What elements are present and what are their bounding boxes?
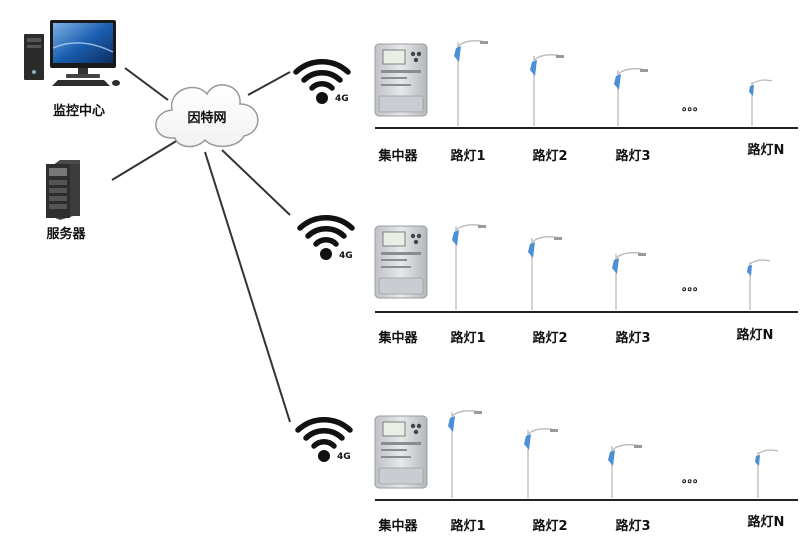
concentrator-meter-icon [374,43,428,117]
street-lamp-icon-3 [608,443,642,498]
lamp-label-1: 路灯1 [450,518,485,534]
street-lamp-icon-n [755,449,779,498]
concentrator-label: 集中器 [377,330,418,346]
lamp-label-2: 路灯2 [532,148,567,164]
internet-cloud-icon [155,84,259,148]
street-lamp-icon-3 [612,251,646,310]
concentrator-meter-icon [374,415,428,489]
connection-lines [111,67,291,423]
signal-label-2: 4G [339,251,353,261]
signal-label-3: 4G [337,452,351,462]
lamp-label-2: 路灯2 [532,330,567,346]
lamp-label-1: 路灯1 [450,330,485,346]
server-label: 服务器 [46,226,86,242]
link-server-internet [111,139,179,181]
server-icon [46,160,80,220]
lamp-label-n: 路灯N [737,327,774,343]
lamp-label-1: 路灯1 [450,148,485,164]
internet-label: 因特网 [187,110,226,126]
link-monitor-internet [124,67,169,101]
lamp-label-3: 路灯3 [615,148,650,164]
concentrator-label: 集中器 [377,518,418,534]
street-lamp-icon-1 [452,223,486,310]
row-1: 集中器 路灯1 路灯2 路灯3 。。。路灯N [374,39,798,164]
lamp-label-3: 路灯3 [615,330,650,346]
street-lamp-icon-2 [530,53,564,126]
monitor-center-label: 监控中心 [53,103,105,119]
street-lamp-icon-3 [614,67,648,126]
lamp-label-2: 路灯2 [532,518,567,534]
street-lamp-icon-1 [448,409,482,498]
street-lamp-icon-n [749,79,773,126]
street-lamp-icon-2 [528,235,562,310]
street-lamp-icon-2 [524,427,558,498]
link-internet-signal-2 [221,149,291,216]
street-lamp-icon-n [747,259,771,310]
ellipsis-label: 。。。 [682,472,704,485]
ellipsis-label: 。。。 [682,280,704,293]
row-3: 集中器 路灯1 路灯2 路灯3 。。。路灯N [374,409,798,534]
monitor-center-computer-icon [24,20,120,86]
lamp-label-n: 路灯N [748,514,785,530]
concentrator-label: 集中器 [377,148,418,164]
row-2: 集中器 路灯1 路灯2 路灯3 。。。路灯N [374,223,798,346]
link-internet-signal-3 [204,151,291,423]
lamp-label-3: 路灯3 [615,518,650,534]
link-internet-signal-1 [247,71,291,96]
ellipsis-label: 。。。 [682,100,704,113]
concentrator-meter-icon [374,225,428,299]
lamp-label-n: 路灯N [748,142,785,158]
signal-label-1: 4G [335,94,349,104]
street-lamp-icon-1 [454,39,488,126]
